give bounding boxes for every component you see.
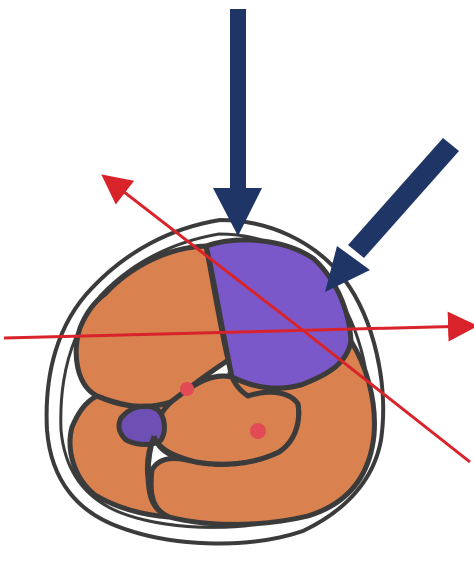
vertical-blue-arrow-shaft — [230, 9, 246, 190]
diagonal-blue-arrow-shaft — [348, 138, 459, 258]
vessel-dot-right — [250, 423, 266, 439]
diagonal-blue-arrow — [325, 138, 459, 292]
vessel-dot-left — [180, 382, 194, 396]
vertical-blue-arrow — [213, 9, 262, 236]
vertical-blue-arrow-head — [213, 188, 262, 236]
